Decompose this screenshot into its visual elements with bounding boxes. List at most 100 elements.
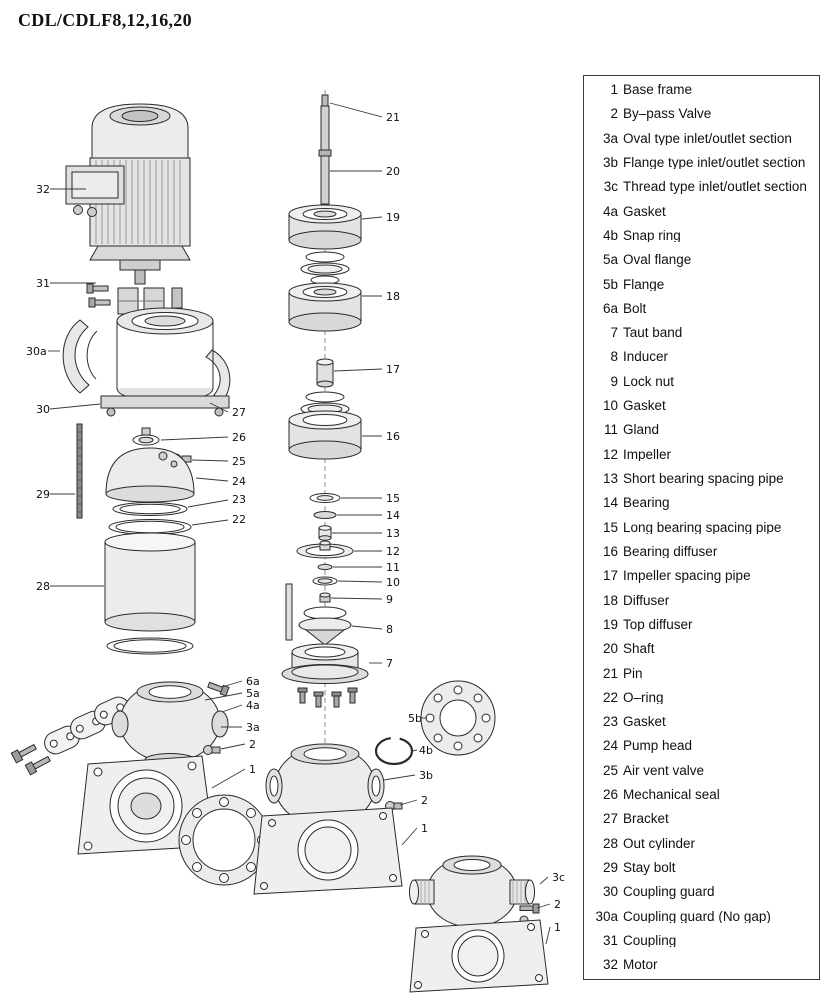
guard-strip-figure	[285, 583, 293, 641]
part-label: Flange type inlet/outlet section	[623, 155, 806, 170]
mechanical-seal-figure	[132, 427, 160, 446]
callout-1: 1	[421, 822, 428, 835]
part-number: 25	[602, 762, 618, 778]
callout-21: 21	[386, 111, 400, 124]
part-number: 4a	[602, 203, 618, 219]
leader-line	[351, 625, 383, 630]
callout-31: 31	[36, 277, 50, 290]
part-number: 6a	[602, 300, 618, 316]
part-label: Motor	[623, 958, 658, 972]
part-number: 28	[602, 835, 618, 851]
callout-2: 2	[249, 738, 256, 751]
callout-3b: 3b	[419, 769, 433, 782]
part-label: Out cylinder	[623, 836, 696, 851]
bearing-diffuser-figure	[288, 391, 362, 460]
part-number: 3b	[602, 154, 618, 170]
part-number: 22	[602, 689, 618, 705]
leader-line	[187, 499, 229, 508]
part-label: Shaft	[623, 642, 655, 656]
part-label: Stay bolt	[623, 861, 676, 875]
callout-7: 7	[386, 657, 393, 670]
part-label: Coupling guard (No gap)	[623, 909, 771, 924]
leader-line	[545, 926, 551, 945]
leader-line	[401, 827, 418, 846]
part-label: Gasket	[623, 399, 666, 413]
leader-line	[399, 799, 418, 806]
callout-2: 2	[421, 794, 428, 807]
callout-9: 9	[386, 593, 393, 606]
part-label: Lock nut	[623, 374, 675, 389]
part-label: Gasket	[623, 204, 666, 219]
part-number: 5b	[602, 276, 618, 292]
callout-25: 25	[232, 455, 246, 468]
leader-line	[221, 704, 243, 713]
part-number: 10	[602, 398, 618, 414]
motor-figure	[65, 103, 191, 285]
callout-5a: 5a	[246, 687, 260, 700]
part-number: 17	[602, 568, 618, 584]
part-label: Long bearing spacing pipe	[623, 520, 782, 535]
part-number: 3c	[603, 179, 618, 195]
gasket-figure	[112, 502, 188, 516]
leader-line	[209, 402, 229, 413]
out-cylinder-figure	[104, 532, 196, 655]
part-number: 26	[602, 787, 618, 803]
part-label: Bolt	[623, 301, 647, 316]
leader-line	[330, 597, 383, 600]
part-label: Gasket	[623, 715, 666, 729]
part-label: Short bearing spacing pipe	[623, 472, 784, 486]
leader-line	[539, 876, 549, 885]
leader-line	[195, 477, 229, 482]
callout-1: 1	[554, 921, 561, 934]
part-label: Bearing diffuser	[623, 544, 718, 559]
top-diffuser-figure	[288, 204, 362, 250]
part-number: 15	[602, 519, 618, 535]
part-label: Taut band	[623, 326, 683, 340]
callout-layer: 323130a302928272625242322212019181716151…	[26, 102, 565, 945]
callout-13: 13	[386, 527, 400, 540]
part-label: Gland	[623, 423, 660, 437]
leader-line	[536, 903, 551, 909]
leader-line	[329, 102, 383, 118]
part-label: O–ring	[623, 690, 664, 705]
callout-17: 17	[386, 363, 400, 376]
part-number: 31	[602, 932, 618, 948]
part-label: Bracket	[623, 812, 669, 826]
parts-list-item: 3b Flange type inlet/outlet section	[588, 156, 815, 170]
callout-15: 15	[386, 492, 400, 505]
leader-line	[361, 216, 383, 220]
stay-bolt-figure	[76, 423, 83, 519]
leader-line	[221, 680, 243, 688]
shaft-pin-figure	[318, 94, 332, 213]
parts-list-item: 6a Bolt	[588, 302, 815, 316]
leader-line	[411, 749, 418, 752]
callout-19: 19	[386, 211, 400, 224]
parts-list-item: 22 O–ring	[588, 691, 815, 705]
pump-head-figure	[105, 447, 195, 503]
callout-3a: 3a	[246, 721, 260, 734]
part-number: 8	[610, 349, 618, 365]
part-number: 23	[602, 714, 618, 730]
callout-10: 10	[386, 576, 400, 589]
callout-18: 18	[386, 290, 400, 303]
oval-section-assembly-figure	[10, 681, 270, 886]
callout-1: 1	[249, 763, 256, 776]
part-number: 12	[602, 446, 618, 462]
part-number: 30	[602, 884, 618, 900]
callout-2: 2	[554, 898, 561, 911]
part-number: 19	[602, 616, 618, 632]
